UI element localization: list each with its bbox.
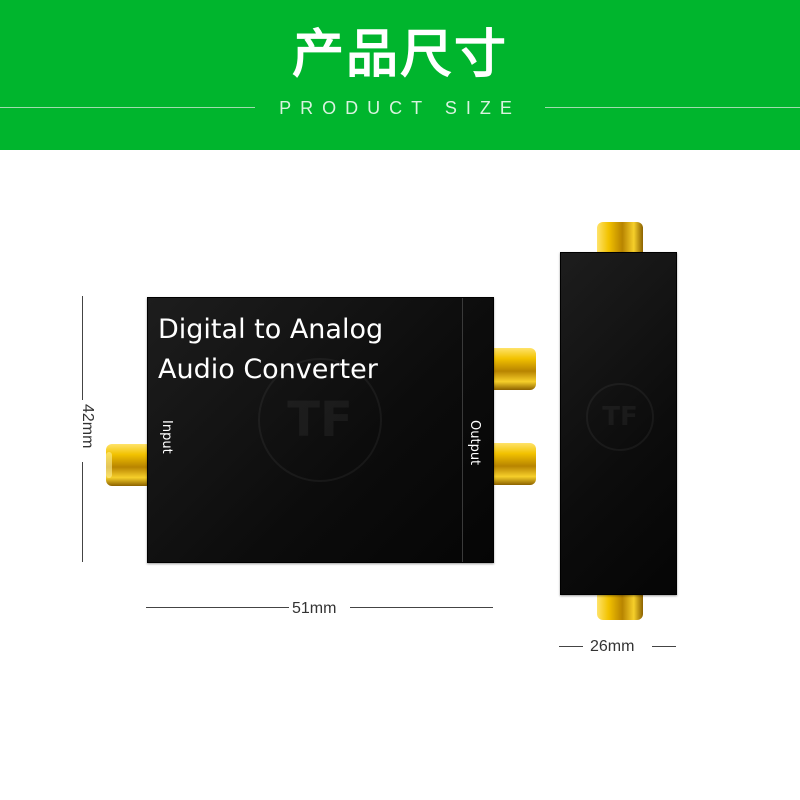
device-front-view: TF Digital to Analog Audio Converter Inp… [147, 297, 494, 563]
header-divider-right [545, 107, 800, 108]
height-dimension-label: 42mm [79, 404, 96, 449]
device-panel-divider [462, 298, 463, 562]
header-subtitle: PRODUCT SIZE [279, 98, 521, 118]
width-dimension-label: 51mm [292, 600, 337, 617]
input-label: Input [159, 420, 174, 454]
output-label: Output [467, 420, 482, 466]
device-title-line2: Audio Converter [158, 354, 378, 385]
side-watermark-logo: TF [586, 383, 654, 451]
header-banner: 产品尺寸 PRODUCT SIZE [0, 0, 800, 150]
width-dimension-line-left [146, 607, 289, 608]
output-connector-top [486, 348, 536, 390]
input-connector-highlight [106, 452, 112, 478]
height-dimension-line-bottom [82, 462, 83, 562]
header-divider-left [0, 107, 255, 108]
height-dimension-line-top [82, 296, 83, 400]
input-connector [106, 444, 152, 486]
depth-dimension-line-left [559, 646, 583, 647]
device-title-line1: Digital to Analog [158, 314, 384, 345]
header-title: 产品尺寸 [291, 25, 508, 85]
output-connector-bottom [486, 443, 536, 485]
watermark-logo: TF [258, 358, 382, 482]
depth-dimension-line-right [652, 646, 676, 647]
depth-dimension-label: 26mm [590, 638, 635, 655]
device-side-view: TF [560, 252, 677, 595]
width-dimension-line-right [350, 607, 493, 608]
